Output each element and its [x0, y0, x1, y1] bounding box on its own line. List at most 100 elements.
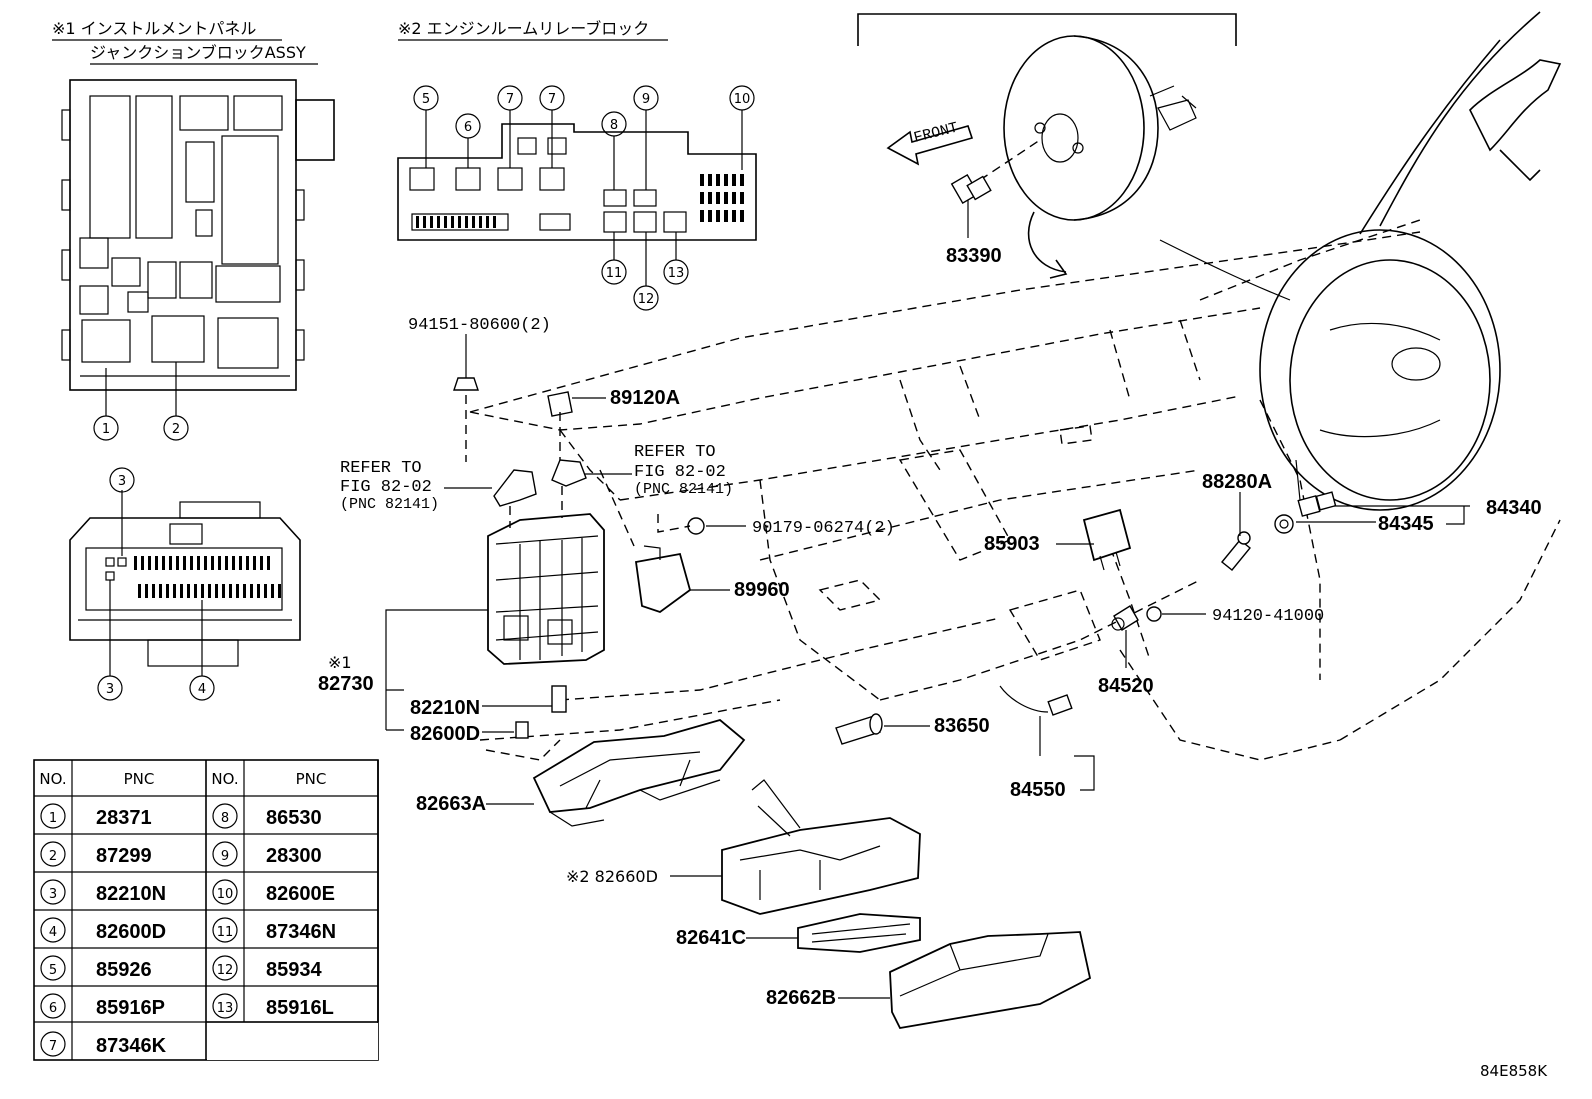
refer1-line3: (PNC 82141): [340, 496, 439, 513]
junction-block-82730: [487, 513, 605, 665]
fuse-slot: [260, 556, 263, 570]
part-82600D: 82600D: [410, 723, 480, 745]
refer1-line2: FIG 82-02: [340, 478, 432, 497]
part-82730-mark: ※1: [328, 653, 352, 672]
refer2-line3: (PNC 82141): [634, 481, 733, 498]
refer2-line2: FIG 82-02: [634, 463, 726, 482]
table-row-pnc: 87346N: [266, 921, 336, 943]
clip-89120A: [547, 391, 573, 417]
header-block1-line2: ジャンクションブロックASSY: [90, 43, 306, 62]
part-82662B: 82662B: [766, 987, 836, 1009]
table-row-no-circle: [40, 993, 66, 1019]
fuse-slot: [162, 556, 165, 570]
callout-8: 8: [610, 118, 618, 133]
callout-6: 6: [464, 120, 472, 135]
fuse-slot: [239, 556, 242, 570]
clip-90179: [687, 517, 705, 535]
fuse-slot: [267, 556, 270, 570]
fuse-slot: [197, 556, 200, 570]
fuse-slot: [700, 174, 704, 186]
part-89960: 89960: [734, 579, 790, 601]
header-block1-line1: ※1 インストルメントパネル: [52, 19, 256, 38]
fuse-slot: [430, 216, 433, 228]
callout-5: 5: [422, 92, 430, 107]
fuse-slot: [138, 584, 141, 598]
callout-7a: 7: [506, 92, 514, 107]
bracket-left: [493, 469, 537, 507]
part-84550: 84550: [1010, 779, 1066, 801]
fuse-slot: [173, 584, 176, 598]
tray-82663A: [532, 719, 746, 827]
fuse-slot: [458, 216, 461, 228]
fuse-slot: [215, 584, 218, 598]
table-row-no-circle: [212, 841, 238, 867]
fuse-slot: [204, 556, 207, 570]
fuse-slot: [716, 192, 720, 204]
table-row-no: 10: [217, 887, 234, 902]
table-row-no-circle: [40, 879, 66, 905]
table-row-no: 1: [49, 811, 57, 826]
table-row-no: 7: [49, 1039, 57, 1054]
table-row-no-circle: [40, 1031, 66, 1057]
fuse-slot: [716, 210, 720, 222]
callout-12: 12: [638, 292, 655, 307]
fuse-slot: [465, 216, 468, 228]
fuse-slot: [232, 556, 235, 570]
windshield-pillar: [1359, 11, 1562, 235]
front-arrow: FRONT: [886, 119, 974, 166]
table-row-no-circle: [212, 803, 238, 829]
fuse-slot: [472, 216, 475, 228]
fuse-slot: [194, 584, 197, 598]
fuse-slot: [222, 584, 225, 598]
part-82730: 82730: [318, 673, 374, 695]
table-row-pnc: 86530: [266, 807, 322, 829]
callout-3b: 3: [106, 682, 114, 697]
relay-85903: [1082, 508, 1132, 571]
switch-84520: [1111, 605, 1139, 631]
fuse-slot: [253, 556, 256, 570]
table-row-no: 11: [217, 925, 234, 940]
part-88280A: 88280A: [1202, 471, 1272, 493]
part-82210N: 82210N: [410, 697, 480, 719]
table-row-pnc: 85934: [266, 959, 322, 981]
callout-13: 13: [668, 266, 685, 281]
fuse-slot: [236, 584, 239, 598]
fuse-slot: [183, 556, 186, 570]
part-94151: 94151-80600(2): [408, 316, 551, 335]
cover-82662B: [889, 931, 1092, 1029]
fuse-slot: [493, 216, 496, 228]
fuse-slot: [271, 584, 274, 598]
fuse-slot: [152, 584, 155, 598]
engine-room-relay-block: [397, 123, 757, 241]
fuse-slot: [180, 584, 183, 598]
fuse-slot: [724, 174, 728, 186]
refer2-line1: REFER TO: [634, 443, 716, 462]
table-row-pnc: 82600E: [266, 883, 335, 905]
fuse-slot: [700, 192, 704, 204]
fuse-slot: [141, 556, 144, 570]
table-row-pnc: 87299: [96, 845, 152, 867]
part-82663A: 82663A: [416, 793, 486, 815]
fuse-slot: [716, 174, 720, 186]
fuse-slot: [732, 174, 736, 186]
fuse-slot: [724, 210, 728, 222]
fuse-slot: [724, 192, 728, 204]
bracket-right: [551, 459, 587, 487]
fuse-slot: [708, 192, 712, 204]
table-row-pnc: 28300: [266, 845, 322, 867]
fuse-slot: [278, 584, 281, 598]
fuse-slot: [145, 584, 148, 598]
table-row-no-circle: [212, 917, 238, 943]
fuse-slot: [225, 556, 228, 570]
table-row-no-circle: [212, 879, 238, 905]
part-83650-body: [835, 713, 883, 745]
fuse-slot: [700, 210, 704, 222]
table-row-no: 6: [49, 1001, 57, 1016]
fuse-slot: [732, 192, 736, 204]
part-84550-body: [999, 685, 1073, 716]
fuse-slot: [176, 556, 179, 570]
fuse-slot: [423, 216, 426, 228]
table-row-pnc: 82210N: [96, 883, 166, 905]
fuse-slot: [708, 174, 712, 186]
